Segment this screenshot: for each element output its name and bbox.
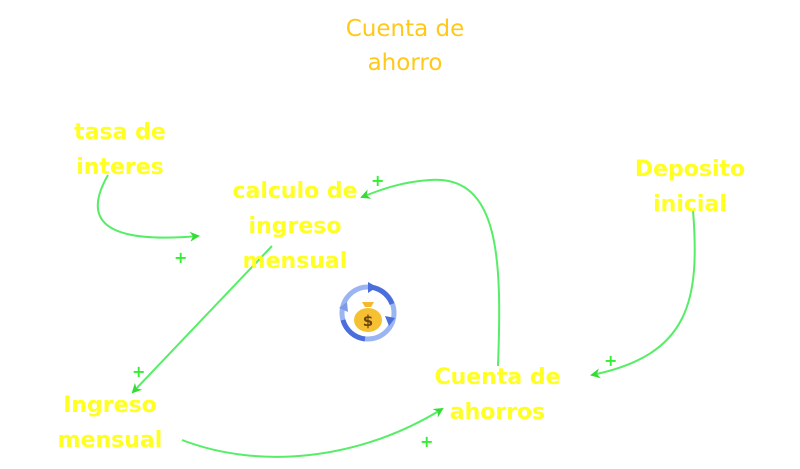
money-bag-cycle-icon: $ [339,282,397,342]
svg-text:$: $ [363,312,373,330]
link-cuenta-to-calculo [360,178,501,367]
variable-calculo-de-ingreso-mensual[interactable]: calculo de ingreso mensual [232,179,358,274]
variable-ingreso-mensual[interactable]: Ingreso mensual [57,393,163,453]
title-line-1: Cuenta de [345,16,465,42]
polarity-cuenta-calculo: + [371,171,385,190]
title-line-2: ahorro [367,50,443,76]
link-deposito-to-cuenta [590,209,696,379]
polarity-ingreso-cuenta: + [420,432,434,451]
link-calculo-to-ingreso [131,245,273,394]
variable-cuenta-de-ahorros[interactable]: Cuenta de ahorros [434,365,561,425]
diagram-title: Cuenta de ahorro [330,12,480,80]
polarity-deposito-cuenta: + [604,351,618,370]
variable-tasa-de-interes[interactable]: tasa de interes [74,120,166,180]
polarity-tasa-calculo: + [174,248,188,267]
link-ingreso-to-cuenta [181,407,444,458]
link-tasa-to-calculo [96,174,200,242]
polarity-calculo-ingreso: + [132,362,146,381]
variable-deposito-inicial[interactable]: Deposito inicial [634,157,746,217]
